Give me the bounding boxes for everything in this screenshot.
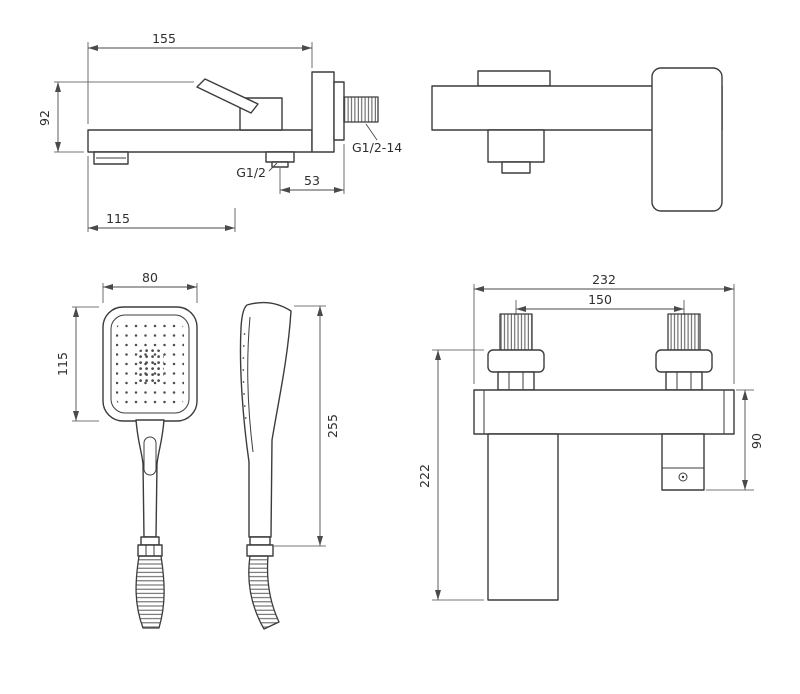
bath-mixer-side-view: 155 92 G1/2-14 G1/2 53 115: [37, 31, 402, 232]
hose-outlet-block: [661, 433, 705, 491]
right-union-nut-knurl: [667, 313, 701, 351]
dim-label-outlet-height: 90: [749, 433, 764, 449]
escutcheon-back: [333, 81, 345, 141]
outlet-screw: [678, 472, 688, 482]
shower-hose-side: [248, 555, 280, 630]
bath-mixer-front-view: [431, 67, 723, 212]
label-inlet-thread: G1/2-14: [352, 140, 402, 155]
wall-escutcheon: [311, 71, 335, 153]
dim-label-overall-height: 222: [417, 464, 432, 488]
shower-mixer-front-view: 232 150 222 90: [417, 272, 764, 601]
left-union-nut-knurl: [499, 313, 533, 351]
shower-handle: [135, 419, 165, 538]
hose-nut-side: [246, 544, 274, 557]
dim-label-head-height: 115: [55, 352, 70, 376]
hose-nut: [137, 544, 163, 557]
left-escutcheon-cap: [487, 349, 545, 373]
leader-line: [268, 162, 278, 172]
lever-slab-front: [651, 67, 723, 212]
dim-label-connection-centers: 150: [588, 292, 612, 307]
dim-label-spout-length: 155: [152, 31, 176, 46]
hand-shower-views: 80 115 255: [55, 270, 340, 630]
mounting-boss: [477, 70, 551, 87]
dim-label-outlet-to-wall: 53: [304, 173, 320, 188]
dim-label-overall-width: 232: [592, 272, 616, 287]
label-outlet-thread: G1/2: [236, 165, 266, 180]
face-nozzle-dots: [242, 333, 247, 419]
mixer-body-bar: [473, 389, 735, 435]
dim-label-total-length: 255: [325, 414, 340, 438]
right-escutcheon-cap: [655, 349, 713, 373]
spray-nozzles-center: [136, 349, 164, 383]
outlet-screw-center: [681, 475, 685, 479]
right-hex-nut: [665, 371, 703, 391]
hose-connector: [140, 536, 160, 546]
dim-label-spout-reach: 115: [106, 211, 130, 226]
inlet-nipple: [343, 96, 379, 123]
spout-body: [87, 129, 313, 153]
mode-button: [143, 436, 157, 476]
shower-outlet-thread: [271, 161, 289, 168]
left-hex-nut: [497, 371, 535, 391]
leader-line: [365, 123, 378, 141]
spout-front: [487, 129, 545, 163]
shower-face-outline: [110, 314, 190, 414]
shower-hose-front: [135, 555, 165, 629]
face-edge-line: [247, 316, 254, 453]
spout-column: [487, 433, 559, 601]
shower-outlet: [265, 151, 295, 163]
dim-label-body-height: 92: [37, 110, 52, 126]
lever-handle: [196, 78, 259, 114]
hose-connector-side: [249, 536, 271, 546]
aerator-front: [501, 161, 531, 174]
dim-label-head-width: 80: [142, 270, 158, 285]
